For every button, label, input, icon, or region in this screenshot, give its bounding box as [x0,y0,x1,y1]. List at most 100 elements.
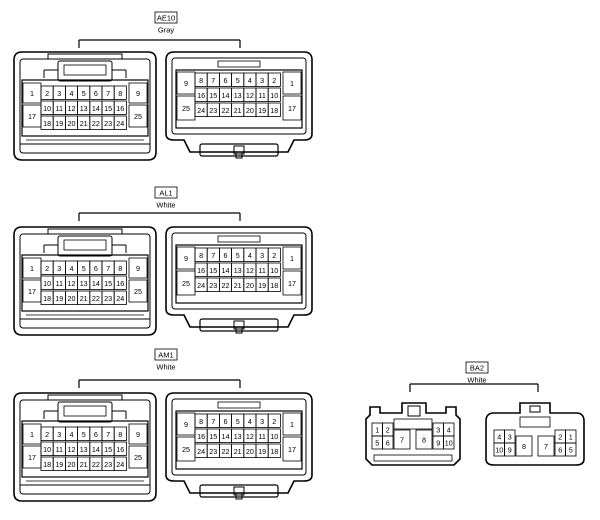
pin-number: 1 [30,89,34,98]
pin-number: 13 [80,445,88,454]
connector-code-box [154,11,178,24]
pin-number: 14 [222,266,230,275]
pin-number: 13 [234,91,242,100]
pin-cell [267,262,281,277]
pin-number: 5 [236,417,240,426]
pin-number: 6 [94,89,98,98]
pin-number: 17 [28,453,36,462]
pin-number: 18 [43,119,51,128]
pin-number: 23 [104,119,112,128]
key-slot [217,60,261,68]
connector-color: White [156,363,175,372]
pin-number: 12 [246,432,254,441]
pin-cell [267,72,281,87]
pin-number: 1 [290,420,294,429]
pin-cell [565,442,577,457]
pin-number: 24 [116,294,124,303]
pin-number: 5 [236,251,240,260]
pin-cell [128,257,148,279]
latch-slot [63,239,107,251]
pin-number: 2 [558,433,562,442]
pin-number: 9 [436,439,440,448]
lock-stub [235,151,243,159]
connector-color: White [156,201,175,210]
pin-number: 8 [199,76,203,85]
pin-number: 10 [270,432,278,441]
pin-cell [128,445,148,469]
pin-number: 6 [224,417,228,426]
pin-number: 20 [68,460,76,469]
latch [47,53,123,59]
pin-cell [113,260,127,275]
pin-number: 1 [30,264,34,273]
pin-number: 1 [290,254,294,263]
pin-cell [267,443,281,458]
pin-number: 13 [80,279,88,288]
pin-number: 11 [258,91,265,100]
pin-number: 1 [290,79,294,88]
connector-code: AL1 [159,189,172,198]
connector-color: Gray [158,26,175,35]
pin-number: 17 [28,112,36,121]
pin-number: 23 [104,460,112,469]
latch-slot [63,64,107,76]
pin-number: 7 [211,417,215,426]
latch [407,405,421,417]
base-rail [373,454,453,462]
pin-number: 12 [68,279,76,288]
pin-number: 1 [375,426,379,435]
pin-number: 6 [224,76,228,85]
pin-number: 5 [82,430,86,439]
pin-number: 2 [272,76,276,85]
pin-number: 18 [43,294,51,303]
pin-number: 24 [116,119,124,128]
pin-cell [267,277,281,292]
pin-number: 10 [495,446,503,455]
pin-number: 21 [80,460,88,469]
pin-frame [21,79,149,137]
pin-number: 12 [246,91,254,100]
pin-cell [267,102,281,117]
pin-frame [175,410,303,470]
pin-number: 22 [222,281,230,290]
pin-number: 9 [508,446,512,455]
pin-number: 25 [134,453,142,462]
pin-cell [128,423,148,445]
pin-cell [113,441,127,456]
pin-number: 10 [43,445,51,454]
pin-number: 16 [197,266,205,275]
connector-code-box [465,361,489,374]
pin-number: 25 [182,445,190,454]
pin-number: 3 [57,89,61,98]
pin-number: 6 [94,430,98,439]
pin-number: 8 [199,417,203,426]
female-inner [171,398,307,476]
pin-frame [175,244,303,304]
pin-number: 4 [248,417,252,426]
female-inner [171,57,307,135]
pin-number: 12 [246,266,254,275]
pin-cell [415,429,433,450]
pin-number: 4 [447,426,451,435]
connector-code-box [154,186,178,199]
latch-window [57,235,113,257]
pin-number: 7 [211,76,215,85]
pin-number: 11 [56,104,63,113]
pin-number: 15 [209,432,217,441]
pin-number: 16 [197,91,205,100]
pin-number: 8 [118,89,122,98]
lock-stub [235,326,243,334]
male-inner [19,233,151,329]
male-inner [19,58,151,154]
pin-number: 19 [258,106,266,115]
pin-number: 17 [288,279,296,288]
pin-cell [113,115,127,130]
pin-cell [128,279,148,303]
pin-number: 5 [82,264,86,273]
pin-number: 8 [118,430,122,439]
pin-number: 5 [375,439,379,448]
pin-number: 2 [45,264,49,273]
pin-number: 7 [544,442,548,451]
